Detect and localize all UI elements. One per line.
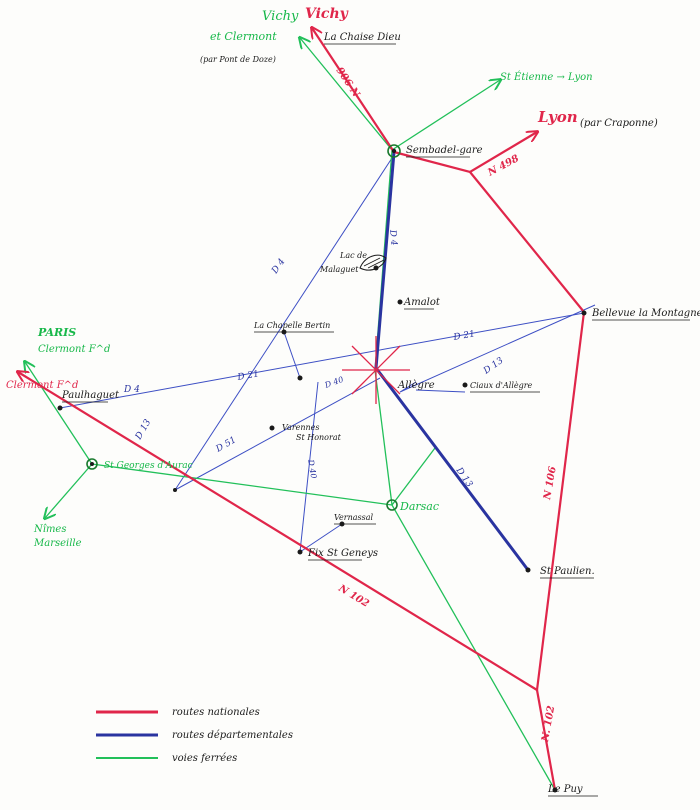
label-nimes: Nîmes: [33, 524, 66, 535]
label-ciaux: Ciaux d'Allègre: [470, 381, 533, 390]
road-n102-south: [535, 688, 557, 792]
label-d13-c: D 13: [453, 465, 474, 489]
rail-to-paris: [25, 362, 93, 465]
label-d13-b: D 13: [481, 356, 505, 377]
label-d4-c: D 4: [123, 385, 140, 395]
road-d40: [299, 381, 319, 553]
label-d40-b: D 40: [306, 458, 318, 479]
legend: routes nationales routes départementales…: [96, 707, 293, 764]
legend-label-fer: voies ferrées: [172, 753, 237, 764]
label-sembadel: Sembadel-gare: [406, 145, 483, 156]
label-n102-south: N. 102: [540, 705, 557, 744]
label-lac-1: Lac de: [339, 251, 367, 260]
road-d13-ciaux: [399, 304, 596, 393]
label-st-etienne: St Étienne → Lyon: [500, 71, 593, 83]
label-d21-a: D 21: [236, 369, 260, 383]
road-vernassal: [299, 523, 343, 553]
label-n498: N 498: [485, 153, 521, 179]
label-d4-a: D 4: [270, 257, 288, 277]
station-markers: [86, 144, 401, 511]
label-lyon-note: (par Craponne): [580, 118, 658, 129]
road-d13-ciaux-link: [415, 389, 466, 393]
label-d13-a: D 13: [133, 418, 153, 443]
label-darsac: Darsac: [399, 500, 439, 513]
label-bellevue: Bellevue la Montagne: [591, 308, 700, 319]
rail-to-st-etienne: [391, 80, 500, 151]
label-allegre: Allègre: [397, 380, 435, 391]
road-n106: [535, 310, 586, 692]
rail-darsac-lepuy: [391, 504, 556, 791]
label-d21-b: D 21: [452, 329, 476, 343]
legend-label-nationale: routes nationales: [172, 707, 260, 718]
rail-stgeorges-darsac: [91, 463, 393, 506]
label-le-puy: Le Puy: [547, 784, 583, 795]
sembadel-station-icon: [387, 144, 401, 158]
label-chaise-dieu: La Chaise Dieu: [323, 32, 401, 43]
label-clermont-fd: Clermont F^d: [6, 380, 78, 391]
road-d21: [59, 312, 585, 409]
label-pont-doze: (par Pont de Doze): [200, 55, 276, 64]
road-d13-thick: [374, 366, 530, 572]
road-n906: [312, 28, 396, 154]
darsac-station-icon: [386, 499, 398, 511]
st-georges-station-icon: [86, 458, 98, 470]
road-d4-south: [170, 490, 175, 548]
label-chapelle-bertin: La Chapelle Bertin: [253, 321, 330, 330]
legend-label-departementale: routes départementales: [172, 730, 293, 741]
label-vernassal: Vernassal: [334, 513, 374, 522]
label-paulhaguet: Paulhaguet: [61, 390, 120, 401]
label-fix: Fix St Geneys: [307, 548, 378, 559]
allegre-star-icon: [342, 336, 410, 404]
national-roads: [18, 28, 586, 792]
label-marseille: Marseille: [33, 538, 82, 549]
label-underlines: [62, 43, 690, 797]
rail-darsac-stpaulien: [391, 447, 436, 506]
label-paris: PARIS: [37, 326, 76, 339]
road-chapelle-link: [283, 331, 301, 379]
road-n102: [18, 372, 539, 692]
label-n106: N 106: [542, 466, 559, 502]
label-lyon: Lyon: [537, 108, 578, 126]
rail-to-nimes: [45, 463, 93, 518]
road-n498-south: [468, 170, 586, 314]
label-paris-clermont: Clermont F^d: [38, 344, 110, 355]
label-lac-2: Malaguet: [319, 265, 359, 274]
label-clermont-green: et Clermont: [210, 30, 277, 43]
label-d51: D 51: [214, 435, 239, 455]
rail-allegre-darsac: [374, 369, 393, 506]
label-vichy-red: Vichy: [305, 6, 349, 22]
lake-icon: [359, 254, 387, 271]
railways: [25, 38, 556, 791]
label-d4-b: D 4: [387, 228, 398, 246]
road-d4-north: [174, 157, 393, 491]
label-n906: 906 N: [334, 66, 362, 101]
label-n102: N 102: [336, 583, 371, 610]
label-amalot: Amalot: [403, 297, 441, 308]
road-d51: [174, 377, 381, 491]
rail-to-vichy: [300, 38, 393, 151]
label-st-georges: St Georges d'Aurac: [104, 461, 193, 471]
label-st-honorat: St Honorat: [296, 433, 342, 442]
label-d40-a: D 40: [323, 375, 345, 390]
label-varennes: Varennes: [282, 423, 320, 432]
label-vichy-green: Vichy: [262, 9, 299, 24]
label-st-paulien: St Paulien.: [540, 566, 595, 577]
departmental-roads: [59, 157, 596, 553]
